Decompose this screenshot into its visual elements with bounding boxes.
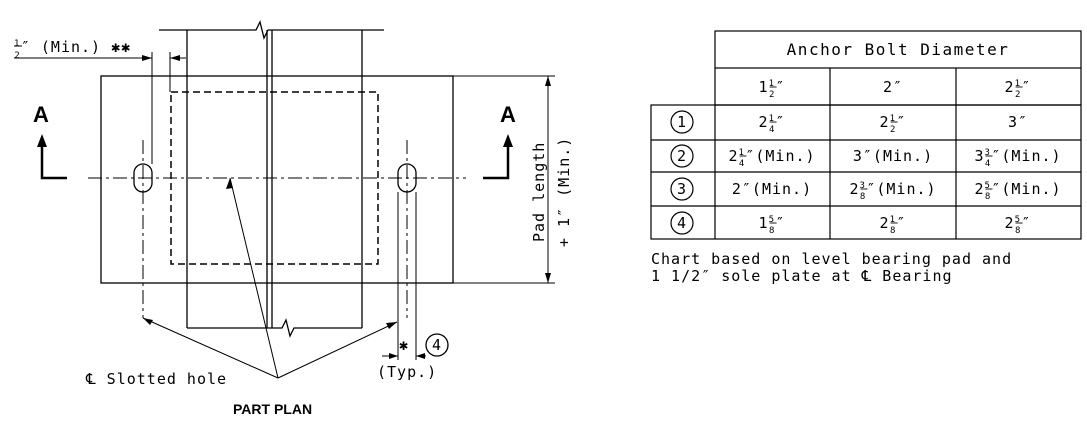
table-cell: 3″ xyxy=(1008,113,1028,131)
column-header: 2″ xyxy=(883,78,903,96)
part-plan xyxy=(14,20,555,379)
section-label-right: A xyxy=(500,102,516,127)
section-label-left: A xyxy=(33,102,49,127)
table-cell: 2″(Min.) xyxy=(732,180,812,198)
row-id-label: 1 xyxy=(677,113,687,131)
star-mark: ✱ xyxy=(399,336,409,354)
row-id-label: 2 xyxy=(677,147,687,165)
row-id-circle xyxy=(670,211,694,235)
arrowhead xyxy=(142,55,152,61)
table-header: Anchor Bolt Diameter xyxy=(787,40,1010,59)
pad-length-label: Pad length xyxy=(530,142,548,242)
arrowhead xyxy=(389,353,398,359)
row-id-circle xyxy=(670,177,694,201)
arrowhead xyxy=(170,55,180,61)
arrowhead xyxy=(416,353,425,359)
callout-4-label: 4 xyxy=(432,336,442,354)
row-id-circle xyxy=(670,110,694,134)
pad-length-min-label: + 1″ (Min.) xyxy=(555,137,573,247)
anchor-bolt-table xyxy=(650,30,1082,240)
table-header-frame xyxy=(714,30,1082,69)
leader-line xyxy=(277,321,398,379)
leader-line xyxy=(229,177,279,379)
section-marker-right xyxy=(483,146,510,180)
arrowhead xyxy=(143,318,153,325)
arrowhead xyxy=(37,134,47,147)
arrowhead xyxy=(503,134,513,147)
arrowhead xyxy=(545,76,551,86)
row-id-label: 3 xyxy=(677,180,687,198)
slotted-hole-label: ℄ Slotted hole xyxy=(85,370,227,388)
callout-circle-4 xyxy=(425,333,449,357)
table-note-line-1: Chart based on level bearing pad and xyxy=(651,250,1012,268)
arrowhead xyxy=(386,322,397,329)
leader-line xyxy=(142,317,279,379)
top-flange-break xyxy=(159,20,384,40)
typ-label: (Typ.) xyxy=(377,363,437,381)
arrowhead xyxy=(545,273,551,283)
table-note-line-2: 1 1/2″ sole plate at ℄ Bearing xyxy=(651,267,953,285)
section-marker-left xyxy=(40,146,67,180)
table-cell: 3″(Min.) xyxy=(853,147,933,165)
bottom-flange-break xyxy=(187,318,362,338)
row-id-circle xyxy=(670,144,694,168)
bearing-pad xyxy=(100,75,454,284)
part-plan-title: PART PLAN xyxy=(233,401,312,417)
row-id-label: 4 xyxy=(677,214,687,232)
table-text: Anchor Bolt Diameter Chart based on leve… xyxy=(651,40,1061,285)
arrowhead xyxy=(226,178,233,189)
